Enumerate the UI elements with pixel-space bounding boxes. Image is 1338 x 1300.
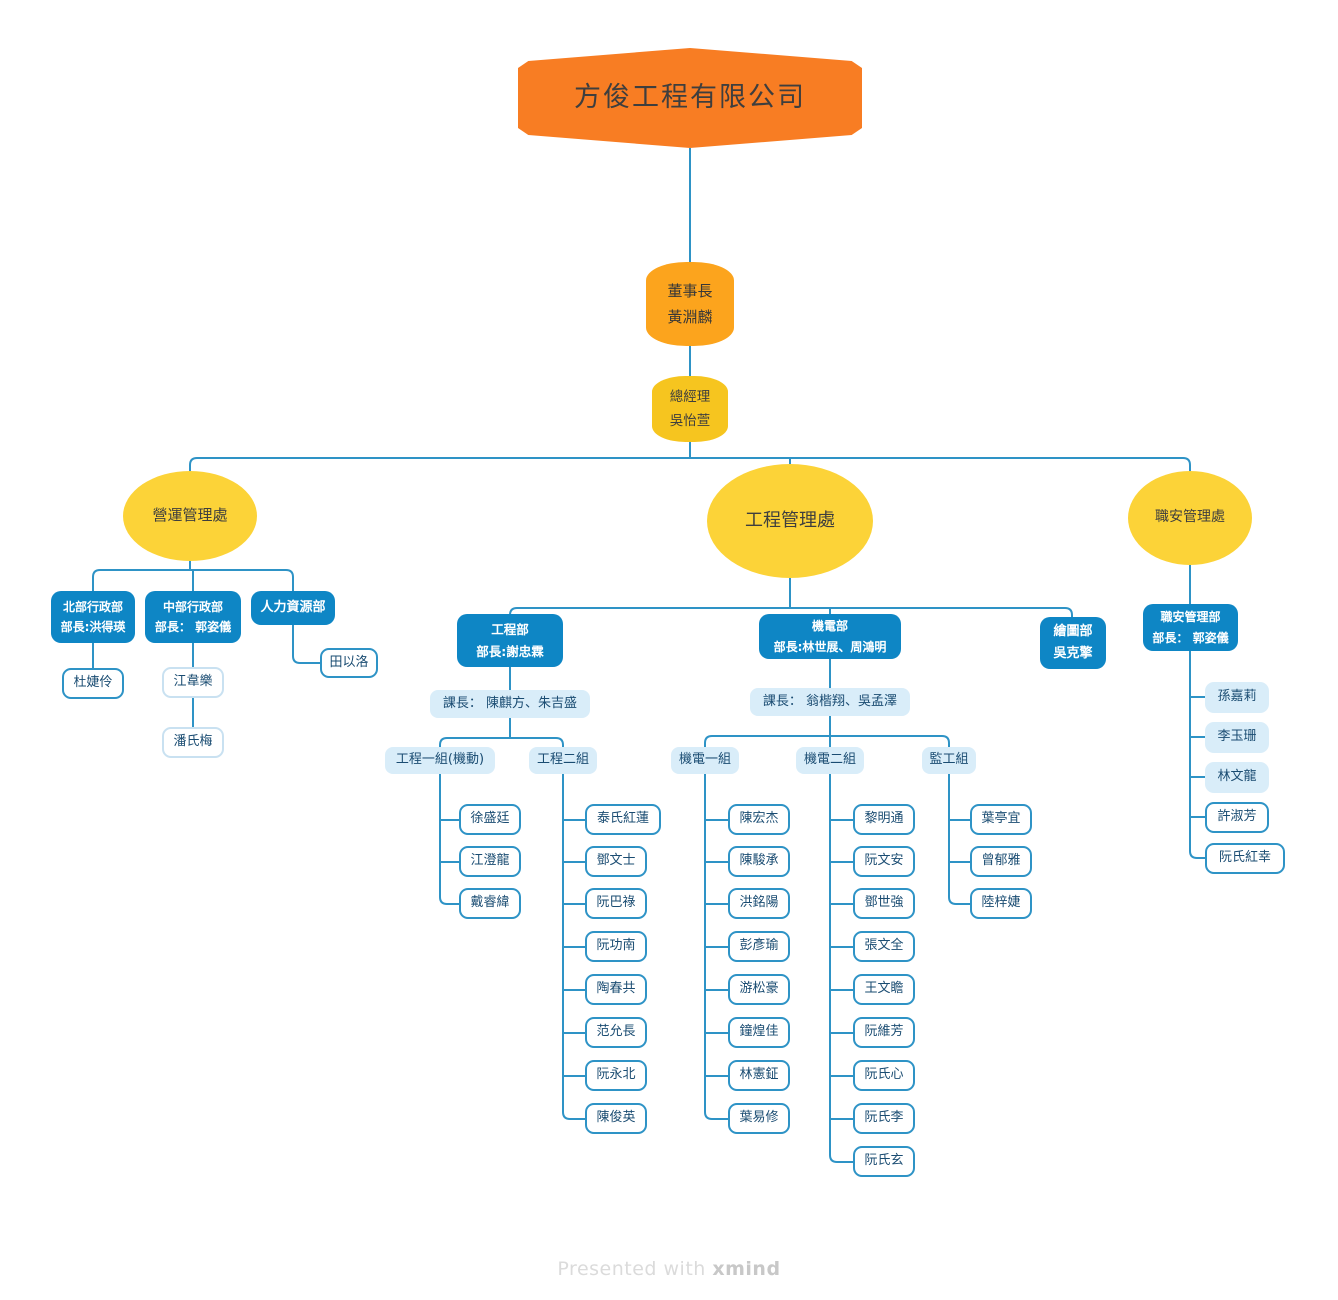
member-node[interactable]: 林憲鉦 bbox=[728, 1060, 790, 1091]
watermark: Presented with xmind bbox=[0, 1258, 1338, 1280]
dept-name-label: 中部行政部 bbox=[162, 599, 223, 614]
member-node[interactable]: 阮氏玄 bbox=[853, 1146, 915, 1177]
member-node[interactable]: 泰氏紅蓮 bbox=[585, 804, 661, 835]
member-node[interactable]: 徐盛廷 bbox=[459, 804, 521, 835]
member-node[interactable]: 陸梓婕 bbox=[970, 888, 1032, 919]
dept-north-admin-node[interactable]: 北部行政部 部長:洪得瑛 bbox=[51, 591, 135, 643]
dept-name-label: 機電部 bbox=[811, 619, 848, 634]
member-node[interactable]: 江澄龍 bbox=[459, 846, 521, 877]
group-eng2-node[interactable]: 工程二組 bbox=[529, 747, 597, 774]
dept-name-label: 繪圖部 bbox=[1053, 623, 1093, 639]
dept-manager-label: 部長:謝忠霖 bbox=[476, 643, 544, 659]
member-node[interactable]: 鐘煌佳 bbox=[728, 1017, 790, 1048]
dept-manager-label: 部長： 郭姿儀 bbox=[154, 620, 232, 634]
member-node[interactable]: 潘氏梅 bbox=[162, 727, 224, 758]
watermark-brand-label: xmind bbox=[712, 1258, 781, 1280]
member-node[interactable]: 阮功南 bbox=[585, 931, 647, 962]
dept-name-label: 北部行政部 bbox=[62, 599, 123, 614]
member-node[interactable]: 陳宏杰 bbox=[728, 804, 790, 835]
group-supervision-node[interactable]: 監工組 bbox=[922, 747, 976, 774]
member-node[interactable]: 阮氏紅幸 bbox=[1205, 843, 1285, 874]
division-operations-ellipse[interactable]: 營運管理處 bbox=[123, 471, 257, 561]
member-node[interactable]: 戴睿緯 bbox=[459, 888, 521, 919]
chairman-name-label: 黃淵麟 bbox=[667, 308, 713, 326]
member-node[interactable]: 王文瞻 bbox=[853, 974, 915, 1005]
member-node[interactable]: 張文全 bbox=[853, 931, 915, 962]
supervisor-mechatronics-node[interactable]: 課長： 翁楷翔、吳孟澤 bbox=[750, 688, 910, 716]
member-node[interactable]: 江韋樂 bbox=[162, 667, 224, 698]
member-node[interactable]: 林文龍 bbox=[1205, 762, 1269, 793]
watermark-prefix-label: Presented with bbox=[557, 1258, 713, 1280]
member-node[interactable]: 鄧文士 bbox=[585, 846, 647, 877]
dept-mechatronics-node[interactable]: 機電部 部長:林世展、周鴻明 bbox=[759, 614, 901, 659]
group-mech2-node[interactable]: 機電二組 bbox=[796, 747, 864, 774]
member-node[interactable]: 陳俊英 bbox=[585, 1103, 647, 1134]
company-name-label: 方俊工程有限公司 bbox=[574, 82, 806, 114]
member-node[interactable]: 游松豪 bbox=[728, 974, 790, 1005]
dept-name-label: 職安管理部 bbox=[1160, 610, 1221, 625]
member-node[interactable]: 阮維芳 bbox=[853, 1017, 915, 1048]
supervisor-engineering-node[interactable]: 課長： 陳麒方、朱吉盛 bbox=[430, 690, 590, 718]
member-node[interactable]: 阮文安 bbox=[853, 846, 915, 877]
dept-central-admin-node[interactable]: 中部行政部 部長： 郭姿儀 bbox=[145, 591, 241, 643]
dept-engineering-node[interactable]: 工程部 部長:謝忠霖 bbox=[457, 614, 563, 667]
company-root-node[interactable]: 方俊工程有限公司 bbox=[518, 48, 862, 148]
member-node[interactable]: 田以洛 bbox=[320, 648, 378, 678]
chairman-node[interactable]: 董事長 黃淵麟 bbox=[646, 262, 734, 346]
dept-manager-label: 吳克擎 bbox=[1053, 646, 1093, 661]
division-engineering-ellipse[interactable]: 工程管理處 bbox=[707, 464, 873, 578]
member-node[interactable]: 葉易修 bbox=[728, 1103, 790, 1134]
member-node[interactable]: 彭彥瑜 bbox=[728, 931, 790, 962]
dept-drawing-node[interactable]: 繪圖部 吳克擎 bbox=[1040, 617, 1106, 669]
member-node[interactable]: 阮永北 bbox=[585, 1060, 647, 1091]
member-node[interactable]: 李玉珊 bbox=[1205, 722, 1269, 753]
member-node[interactable]: 許淑芳 bbox=[1205, 802, 1269, 833]
dept-hr-node[interactable]: 人力資源部 bbox=[251, 591, 335, 625]
group-mech1-node[interactable]: 機電一組 bbox=[671, 747, 739, 774]
member-node[interactable]: 曾郁雅 bbox=[970, 846, 1032, 877]
dept-name-label: 工程部 bbox=[491, 622, 529, 638]
member-node[interactable]: 洪銘陽 bbox=[728, 888, 790, 919]
general-manager-node[interactable]: 總經理 吳怡萱 bbox=[652, 376, 728, 442]
dept-manager-label: 部長:林世展、周鴻明 bbox=[773, 639, 887, 654]
dept-manager-label: 部長： 郭姿儀 bbox=[1152, 630, 1229, 645]
member-node[interactable]: 阮氏李 bbox=[853, 1103, 915, 1134]
gm-name-label: 吳怡萱 bbox=[669, 413, 711, 429]
member-node[interactable]: 鄧世強 bbox=[853, 888, 915, 919]
dept-safety-mgmt-node[interactable]: 職安管理部 部長： 郭姿儀 bbox=[1143, 604, 1238, 651]
member-node[interactable]: 葉亭宜 bbox=[970, 804, 1032, 835]
member-node[interactable]: 孫嘉莉 bbox=[1205, 682, 1269, 713]
member-node[interactable]: 阮巴祿 bbox=[585, 888, 647, 919]
dept-manager-label: 部長:洪得瑛 bbox=[60, 620, 126, 634]
member-node[interactable]: 杜婕伶 bbox=[62, 668, 124, 699]
member-node[interactable]: 陶春共 bbox=[585, 974, 647, 1005]
chairman-title-label: 董事長 bbox=[667, 281, 713, 300]
group-eng1-node[interactable]: 工程一組(機動) bbox=[385, 747, 495, 774]
member-node[interactable]: 范允長 bbox=[585, 1017, 647, 1048]
member-node[interactable]: 阮氏心 bbox=[853, 1060, 915, 1091]
operations-branch-connectors bbox=[92, 561, 320, 727]
division-safety-ellipse[interactable]: 職安管理處 bbox=[1128, 471, 1252, 565]
member-node[interactable]: 黎明通 bbox=[853, 804, 915, 835]
member-node[interactable]: 陳駿承 bbox=[728, 846, 790, 877]
gm-title-label: 總經理 bbox=[669, 388, 711, 405]
